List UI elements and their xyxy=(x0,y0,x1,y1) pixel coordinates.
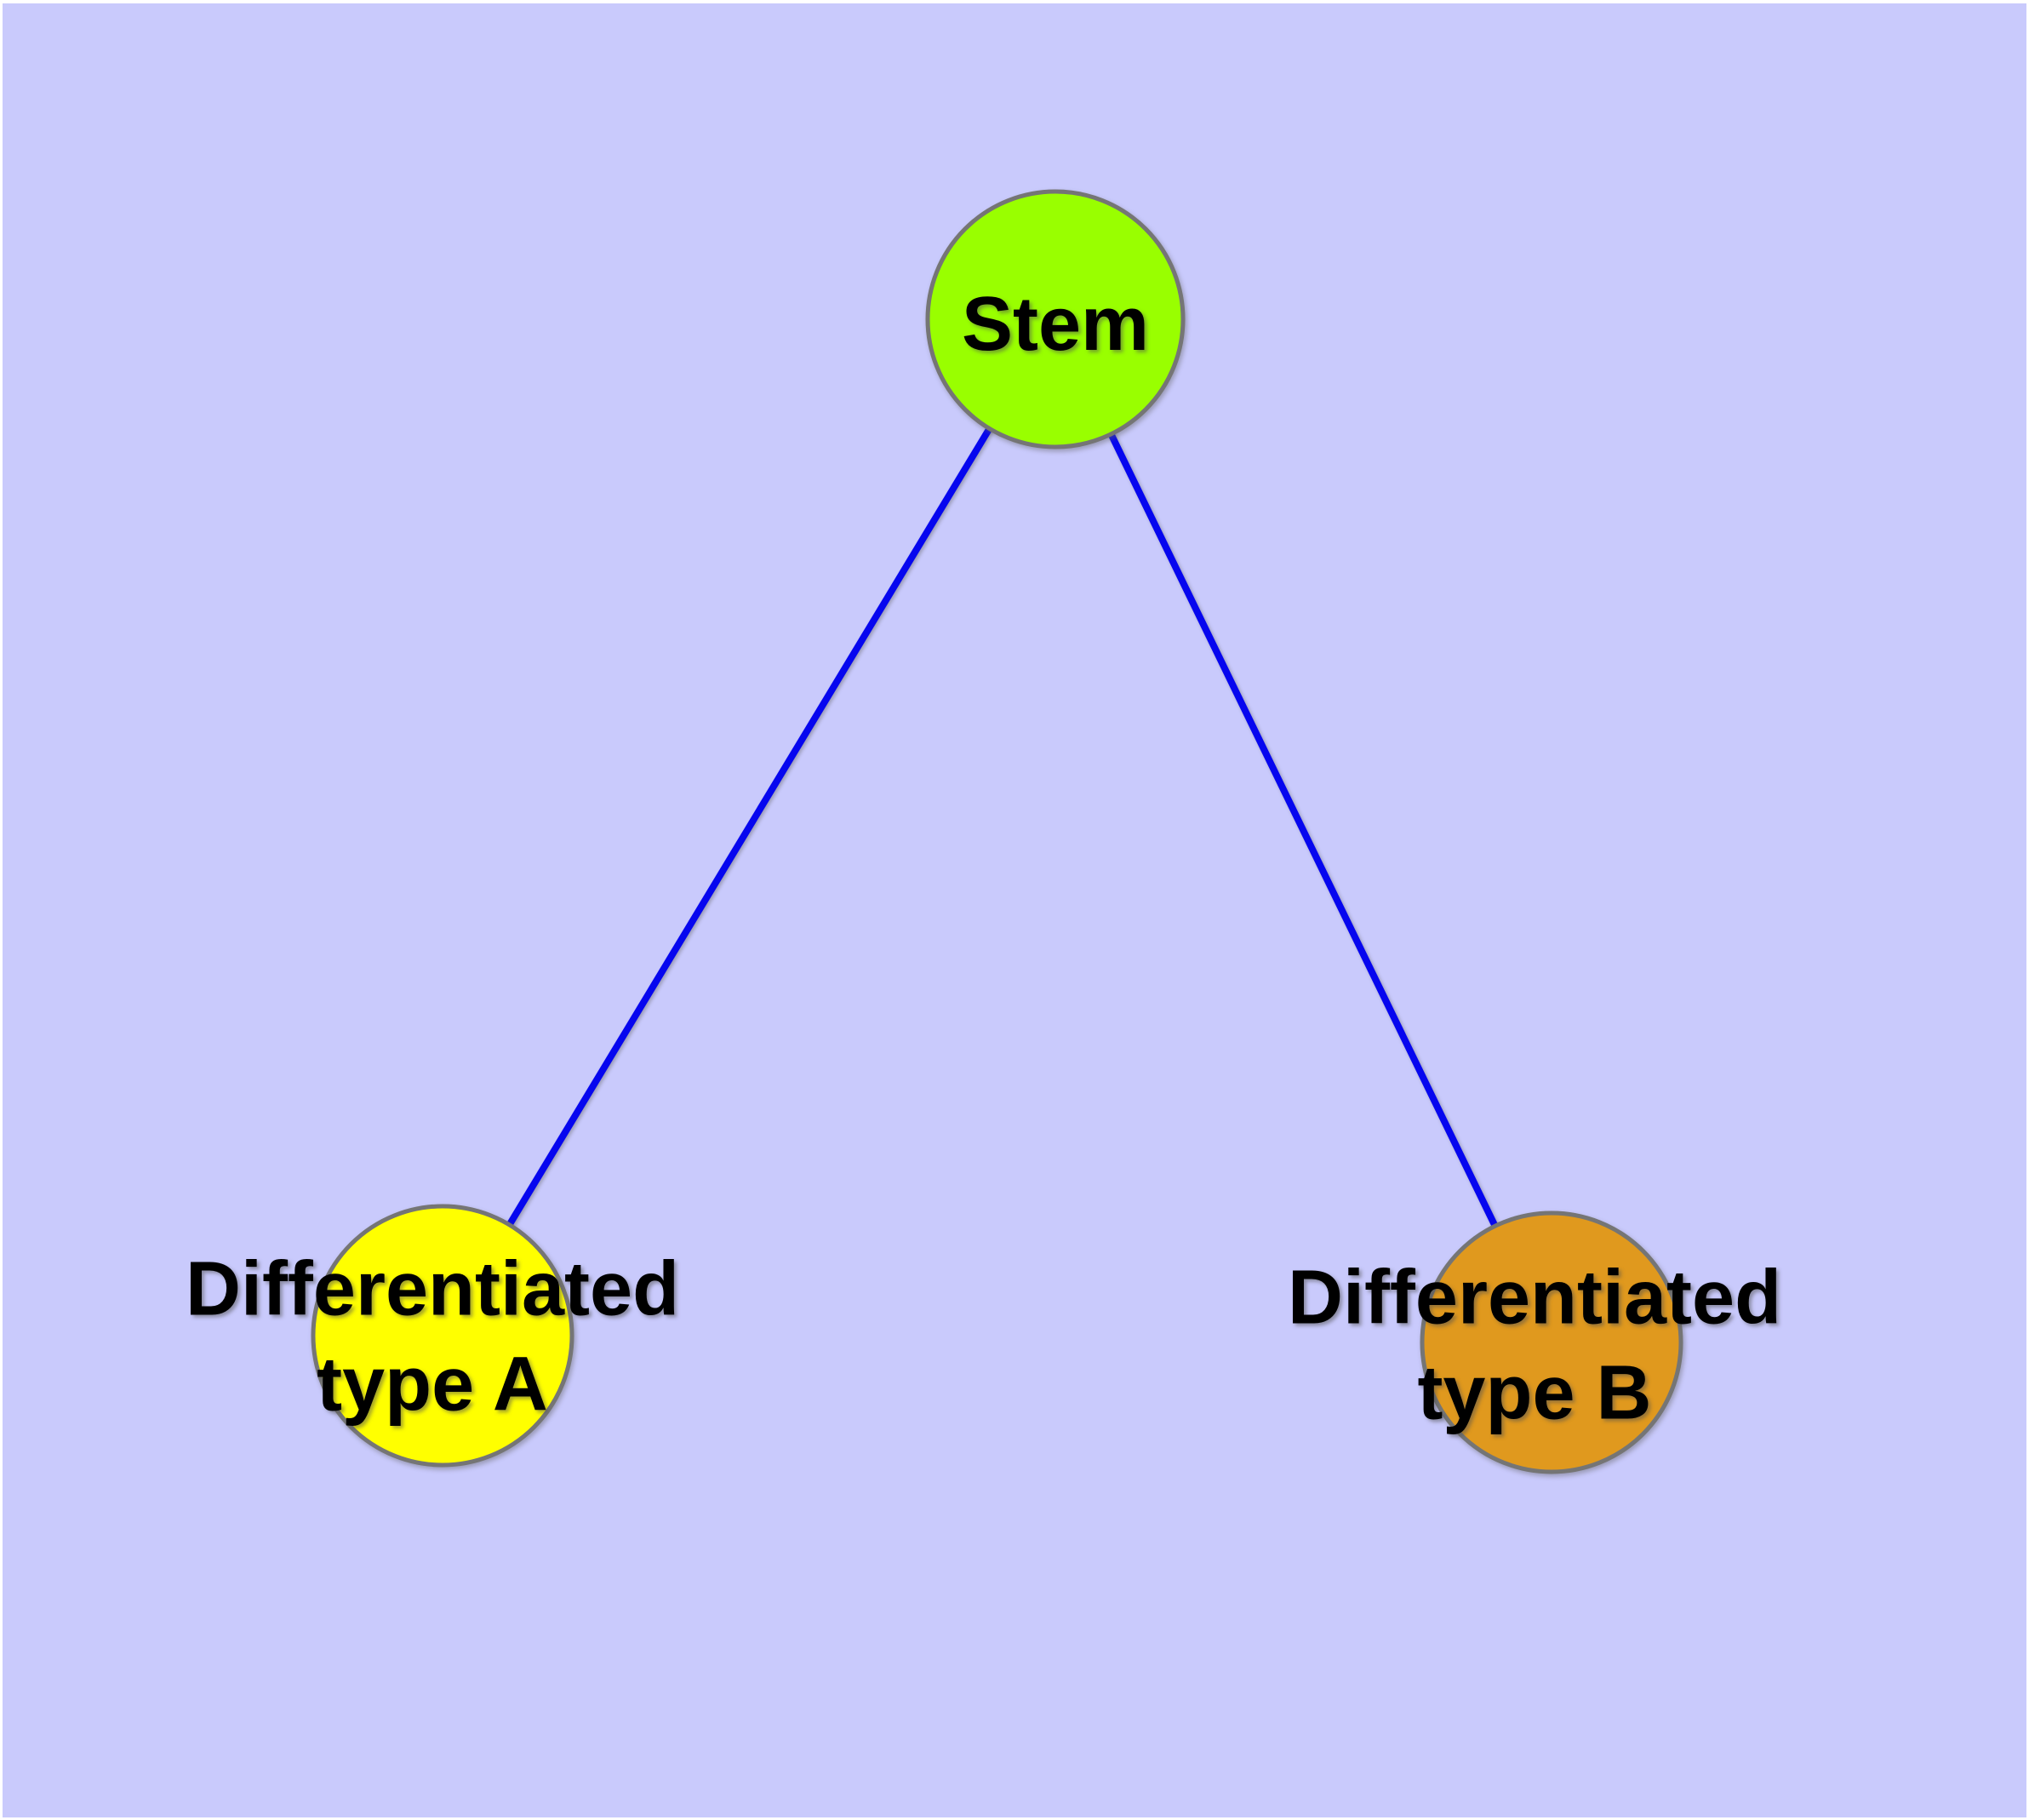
node-differentiated-type-a xyxy=(311,1204,574,1468)
diagram-background: Stem Differentiated type A Differentiate… xyxy=(3,3,2026,1817)
node-differentiated-type-b xyxy=(1420,1210,1683,1474)
diagram-canvas xyxy=(311,189,1683,1474)
edge-stem-to-differentiated-type-a xyxy=(439,317,1059,1338)
edge-stem-to-differentiated-type-b xyxy=(1052,318,1555,1344)
node-stem xyxy=(925,189,1186,449)
